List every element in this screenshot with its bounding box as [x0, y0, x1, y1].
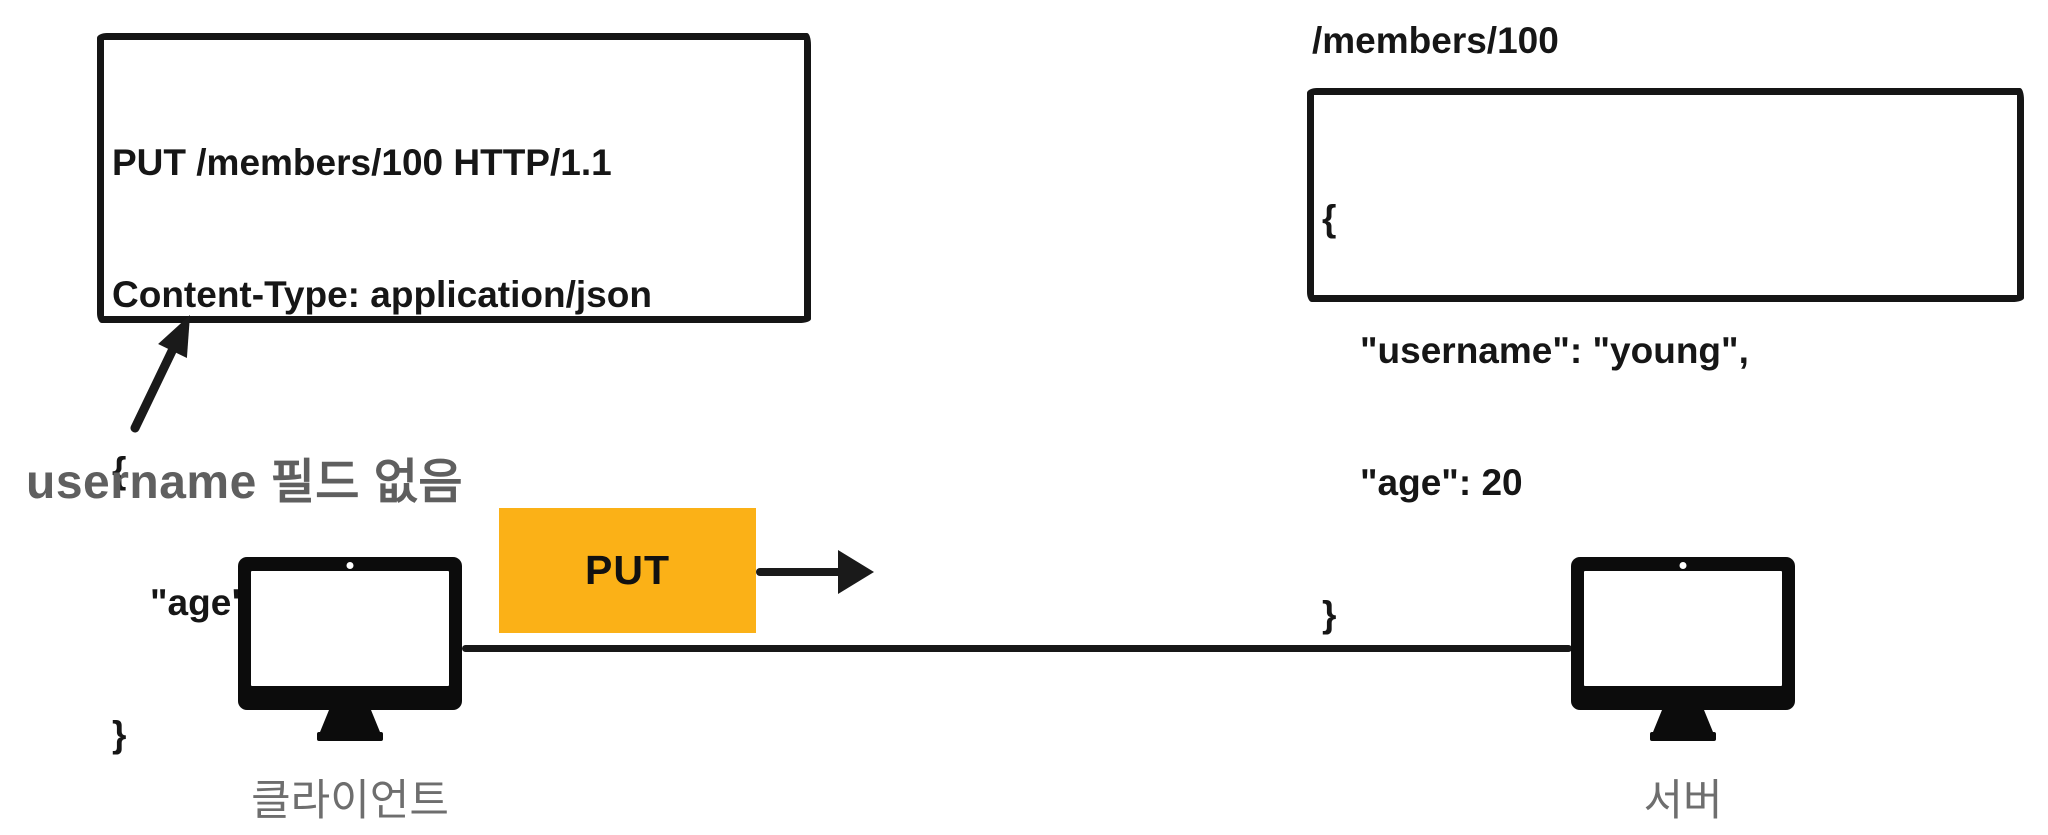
- client-camera-dot: [346, 562, 354, 569]
- server-screen: [1584, 571, 1782, 686]
- client-monitor-frame: [238, 557, 462, 710]
- http-request-box: PUT /members/100 HTTP/1.1 Content-Type: …: [97, 33, 811, 755]
- request-json-close-brace: }: [112, 714, 127, 755]
- request-line: PUT /members/100 HTTP/1.1: [112, 142, 612, 183]
- resource-json-age-field: "age": 20: [1360, 462, 1523, 503]
- client-monitor-stand: [320, 710, 380, 732]
- server-monitor-frame: [1571, 557, 1795, 710]
- content-type-header: Content-Type: application/json: [112, 274, 652, 315]
- resource-json-username-field: "username": "young",: [1360, 330, 1749, 371]
- server-monitor-base: [1650, 732, 1716, 741]
- client-server-connection-line: [462, 645, 1572, 652]
- client-label: 클라이언트: [251, 777, 449, 825]
- server-computer-icon: [1571, 557, 1795, 741]
- client-screen: [251, 571, 449, 686]
- server-camera-dot: [1679, 562, 1687, 569]
- resource-path-label: /members/100: [1312, 20, 1559, 61]
- client-computer-icon: [238, 557, 462, 741]
- server-monitor-stand: [1653, 710, 1713, 732]
- request-direction-arrow-icon: [756, 550, 874, 594]
- request-json-open-brace: {: [112, 450, 127, 491]
- put-method-badge: PUT: [499, 508, 756, 633]
- resource-json-close-brace: }: [1322, 594, 1337, 635]
- annotation-no-username-field: username 필드 없음: [26, 456, 464, 509]
- server-label: 서버: [1643, 777, 1723, 825]
- server-resource-box: { "username": "young", "age": 20 }: [1307, 88, 2024, 635]
- resource-json-open-brace: {: [1322, 198, 1337, 239]
- client-monitor-base: [317, 732, 383, 741]
- annotation-arrow-icon: [130, 315, 190, 433]
